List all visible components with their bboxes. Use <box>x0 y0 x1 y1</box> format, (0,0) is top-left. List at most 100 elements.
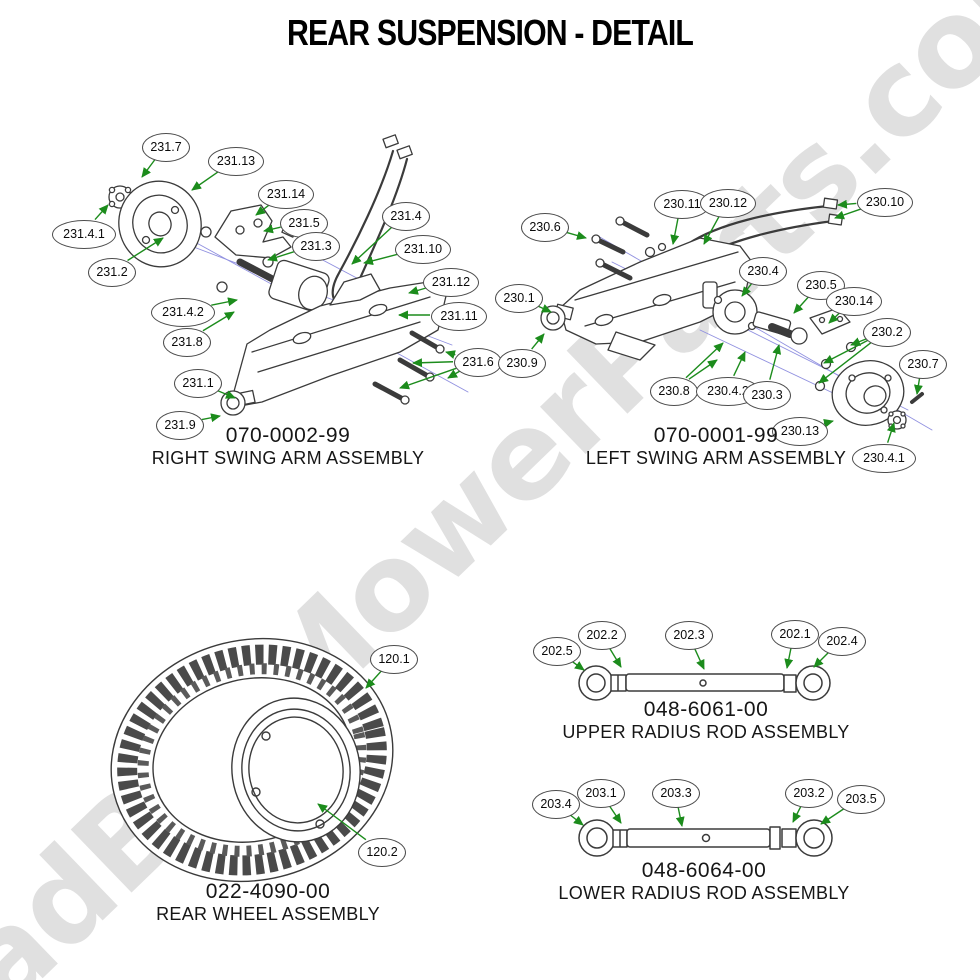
rear-wheel-caption: 022-4090-00 REAR WHEEL ASSEMBLY <box>156 880 380 925</box>
leader-arrow-203.3 <box>675 806 685 827</box>
page-title: REAR SUSPENSION - DETAIL <box>286 12 694 53</box>
callout-bubble-231.11: 231.11 <box>431 301 487 331</box>
leader-arrow-231.10 <box>363 253 398 266</box>
lower-radius-rod-name: LOWER RADIUS ROD ASSEMBLY <box>558 883 850 903</box>
right-swing-arm-name: RIGHT SWING ARM ASSEMBLY <box>151 448 425 468</box>
callout-bubble-231.4.1: 231.4.1 <box>52 219 116 249</box>
callout-bubble-231.4: 231.4 <box>382 201 430 231</box>
leader-arrow-120.2 <box>317 803 367 841</box>
leader-arrow-230.9 <box>531 333 545 350</box>
callout-bubble-230.12: 230.12 <box>700 188 756 218</box>
callout-bubble-231.6: 231.6 <box>454 347 502 377</box>
callout-bubble-231.12: 231.12 <box>423 267 479 297</box>
callout-bubble-230.4: 230.4 <box>739 256 787 286</box>
leader-arrow-230.10 <box>837 199 857 209</box>
callout-bubble-230.8: 230.8 <box>650 376 698 406</box>
leader-arrow-231.14 <box>255 204 270 216</box>
callout-bubble-230.6: 230.6 <box>521 212 569 242</box>
callout-bubble-231.13: 231.13 <box>208 146 264 176</box>
leader-arrow-230.13 <box>823 418 834 428</box>
leader-arrow-231.1 <box>216 389 236 399</box>
callout-bubble-230.13: 230.13 <box>772 416 828 446</box>
leader-arrow-231.2 <box>127 237 164 262</box>
callout-bubble-202.5: 202.5 <box>533 636 581 666</box>
leader-arrow-231.7 <box>141 158 156 178</box>
right-swing-arm-caption: 070-0002-99 RIGHT SWING ARM ASSEMBLY <box>152 424 425 469</box>
leader-arrow-230.4.2 <box>733 351 746 377</box>
leader-arrow-203.1 <box>608 805 622 824</box>
callout-bubble-231.2: 231.2 <box>88 257 136 287</box>
leader-arrow-230.11 <box>670 217 680 245</box>
leader-arrow-202.1 <box>784 647 794 669</box>
lower-radius-rod-caption: 048-6064-00 LOWER RADIUS ROD ASSEMBLY <box>558 859 849 904</box>
callout-bubble-230.1: 230.1 <box>495 283 543 313</box>
callout-bubble-231.7: 231.7 <box>142 132 190 162</box>
leader-arrow-230.2 <box>818 341 872 384</box>
leader-arrow-230.14 <box>828 312 841 324</box>
callout-bubble-202.2: 202.2 <box>578 620 626 650</box>
callout-bubble-230.7: 230.7 <box>899 349 947 379</box>
upper-radius-rod-drawing <box>578 665 831 701</box>
upper-radius-rod-name: UPPER RADIUS ROD ASSEMBLY <box>562 722 850 742</box>
leader-arrow-231.4.1 <box>94 204 109 221</box>
leader-arrow-230.2 <box>823 339 869 364</box>
callout-bubble-120.2: 120.2 <box>358 837 406 867</box>
callout-bubble-230.9: 230.9 <box>498 348 546 378</box>
left-swing-arm-part-number: 070-0001-99 <box>653 424 779 447</box>
right-swing-arm-part-number: 070-0002-99 <box>225 424 351 447</box>
rear-wheel-name: REAR WHEEL ASSEMBLY <box>156 904 380 924</box>
leader-arrow-230.5 <box>793 296 810 314</box>
callout-bubble-202.3: 202.3 <box>665 620 713 650</box>
leader-arrow-231.12 <box>408 286 426 295</box>
callout-bubble-230.2: 230.2 <box>863 317 911 347</box>
leader-arrow-231.6 <box>399 367 457 390</box>
leader-arrow-231.9 <box>201 413 221 423</box>
leader-arrow-230.8 <box>688 359 718 380</box>
callout-bubble-120.1: 120.1 <box>370 644 418 674</box>
leader-arrow-203.4 <box>569 813 584 826</box>
leader-arrow-202.4 <box>813 651 830 668</box>
callout-bubble-230.10: 230.10 <box>857 187 913 217</box>
callout-bubble-230.5: 230.5 <box>797 270 845 300</box>
leader-arrow-230.7 <box>913 377 923 395</box>
callout-bubble-230.14: 230.14 <box>826 286 882 316</box>
callout-bubble-231.10: 231.10 <box>395 234 451 264</box>
upper-radius-rod-part-number: 048-6061-00 <box>643 698 769 721</box>
leader-arrow-231.4.2 <box>211 297 238 307</box>
leader-arrow-230.4 <box>741 282 753 297</box>
leader-arrow-230.8 <box>685 342 724 379</box>
callout-bubble-202.4: 202.4 <box>818 626 866 656</box>
leader-arrow-230.2 <box>850 337 867 346</box>
callout-bubble-231.1: 231.1 <box>174 368 222 398</box>
left-swing-arm-caption: 070-0001-99 LEFT SWING ARM ASSEMBLY <box>586 424 846 469</box>
callout-bubble-203.3: 203.3 <box>652 778 700 808</box>
callout-bubble-231.4.2: 231.4.2 <box>151 297 215 327</box>
rear-wheel-part-number: 022-4090-00 <box>205 880 331 903</box>
callout-bubble-230.4.1: 230.4.1 <box>852 443 916 473</box>
callout-bubble-203.1: 203.1 <box>577 778 625 808</box>
leader-arrow-231.6 <box>412 358 454 368</box>
leader-arrow-231.3 <box>267 251 294 262</box>
leader-arrow-231.6 <box>447 369 461 379</box>
callout-bubble-230.3: 230.3 <box>743 380 791 410</box>
leader-arrow-231.4 <box>351 226 393 265</box>
leader-arrow-120.1 <box>365 670 383 689</box>
leader-arrow-203.2 <box>792 805 802 823</box>
leader-arrow-230.10 <box>834 208 861 220</box>
leader-arrow-230.12 <box>703 215 720 245</box>
leader-arrow-231.13 <box>191 171 219 191</box>
leader-arrow-230.3 <box>769 344 782 380</box>
callout-bubble-231.9: 231.9 <box>156 410 204 440</box>
leader-arrow-203.5 <box>820 808 845 825</box>
right-swing-arm-drawing <box>108 134 469 416</box>
lower-radius-rod-part-number: 048-6064-00 <box>641 859 767 882</box>
callout-bubble-203.4: 203.4 <box>532 789 580 819</box>
callout-bubble-202.1: 202.1 <box>771 619 819 649</box>
callout-bubble-203.5: 203.5 <box>837 784 885 814</box>
callout-bubble-231.8: 231.8 <box>163 327 211 357</box>
lower-radius-rod-drawing <box>578 819 833 857</box>
rear-wheel-drawing <box>110 637 394 883</box>
callout-bubble-203.2: 203.2 <box>785 778 833 808</box>
